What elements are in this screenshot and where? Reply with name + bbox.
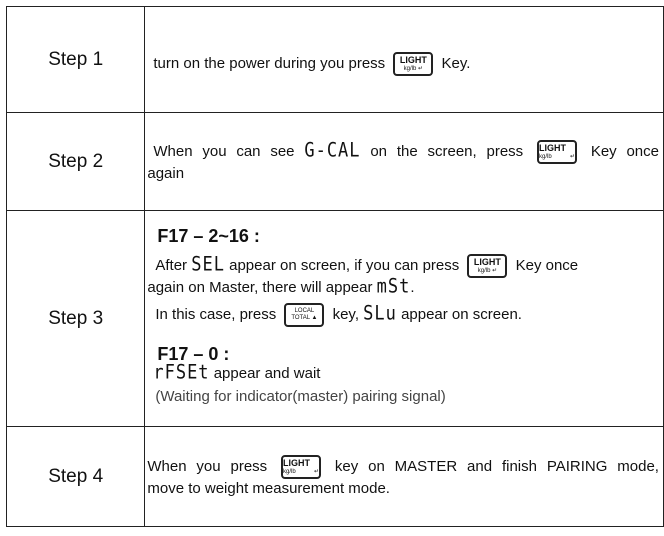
display-sel: SEL	[191, 253, 225, 277]
key-sublabel: kg/lb ↵	[403, 65, 424, 72]
step-text: Key.	[441, 54, 471, 72]
step-content: When you press LIGHT kg/lb ↵ key on MAST…	[144, 426, 664, 527]
key-label: LOCAL	[294, 308, 315, 314]
step-text: move to weight measurement mode.	[147, 480, 390, 497]
key-label: LIGHT	[473, 257, 501, 267]
step-content: turn on the power during you press LIGHT…	[144, 6, 664, 113]
key-label: LIGHT	[539, 143, 566, 153]
display-rfset: rFSEt	[153, 361, 210, 385]
step-text: Key once	[515, 256, 579, 274]
step-label: Step 3	[5, 210, 146, 427]
step-text: key,	[332, 305, 359, 323]
key-label: LIGHT	[399, 54, 427, 65]
step-text: turn on the power during you press	[153, 54, 386, 72]
step-text: again on Master, there will appear	[147, 279, 373, 296]
step-text: Key once	[590, 142, 659, 160]
light-key-icon: LIGHT kg/lb ↵	[393, 51, 434, 76]
step-text: .	[410, 279, 415, 296]
step-content: When you can see G-CAL on the screen, pr…	[144, 112, 664, 211]
step-text: In this case, press	[155, 305, 277, 323]
section-heading: F17 – 2~16 :	[157, 226, 260, 246]
step-text: When you press	[147, 457, 268, 475]
step-content: F17 – 2~16 : After SEL appear on screen,…	[144, 210, 664, 427]
key-sublabel: TOTAL ▲	[291, 315, 318, 321]
step-label: Step 2	[5, 112, 146, 211]
step-text: appear and wait	[213, 365, 321, 382]
step-text: on the screen, press	[370, 142, 524, 160]
step-row: Step 1 turn on the power during you pres…	[5, 6, 664, 113]
step-text: again	[147, 165, 185, 182]
light-key-icon: LIGHT kg/lb ↵	[467, 254, 508, 278]
key-sublabel: kg/lb ↵	[539, 154, 575, 160]
section-heading: F17 – 0 :	[157, 344, 230, 364]
step-text: appear on screen.	[401, 305, 522, 323]
step-row: Step 2 When you can see G-CAL on the scr…	[5, 112, 664, 211]
step-row: Step 4 When you press LIGHT kg/lb ↵ key …	[5, 426, 664, 527]
step-text: key on MASTER and finish PAIRING mode,	[334, 457, 659, 475]
step-note: (Waiting for indicator(master) pairing s…	[155, 388, 446, 405]
light-key-icon: LIGHT kg/lb ↵	[537, 140, 577, 164]
key-sublabel: kg/lb ↵	[283, 469, 320, 475]
step-text: When you can see	[153, 142, 295, 160]
steps-table: Step 1 turn on the power during you pres…	[5, 6, 664, 527]
key-sublabel: kg/lb ↵	[477, 268, 498, 274]
light-key-icon: LIGHT kg/lb ↵	[281, 455, 322, 479]
step-row: Step 3 F17 – 2~16 : After SEL appear on …	[5, 210, 664, 427]
key-label: LIGHT	[283, 458, 311, 468]
step-text: After	[155, 256, 188, 274]
step-text: appear on screen, if you can press	[229, 256, 460, 274]
display-mst: mSt	[376, 275, 411, 299]
step-label: Step 4	[5, 426, 146, 527]
display-slu: SLu	[363, 302, 397, 326]
local-total-key-icon: LOCAL TOTAL ▲	[284, 303, 325, 327]
step-label: Step 1	[5, 6, 146, 113]
display-gcal: G-CAL	[304, 139, 361, 163]
